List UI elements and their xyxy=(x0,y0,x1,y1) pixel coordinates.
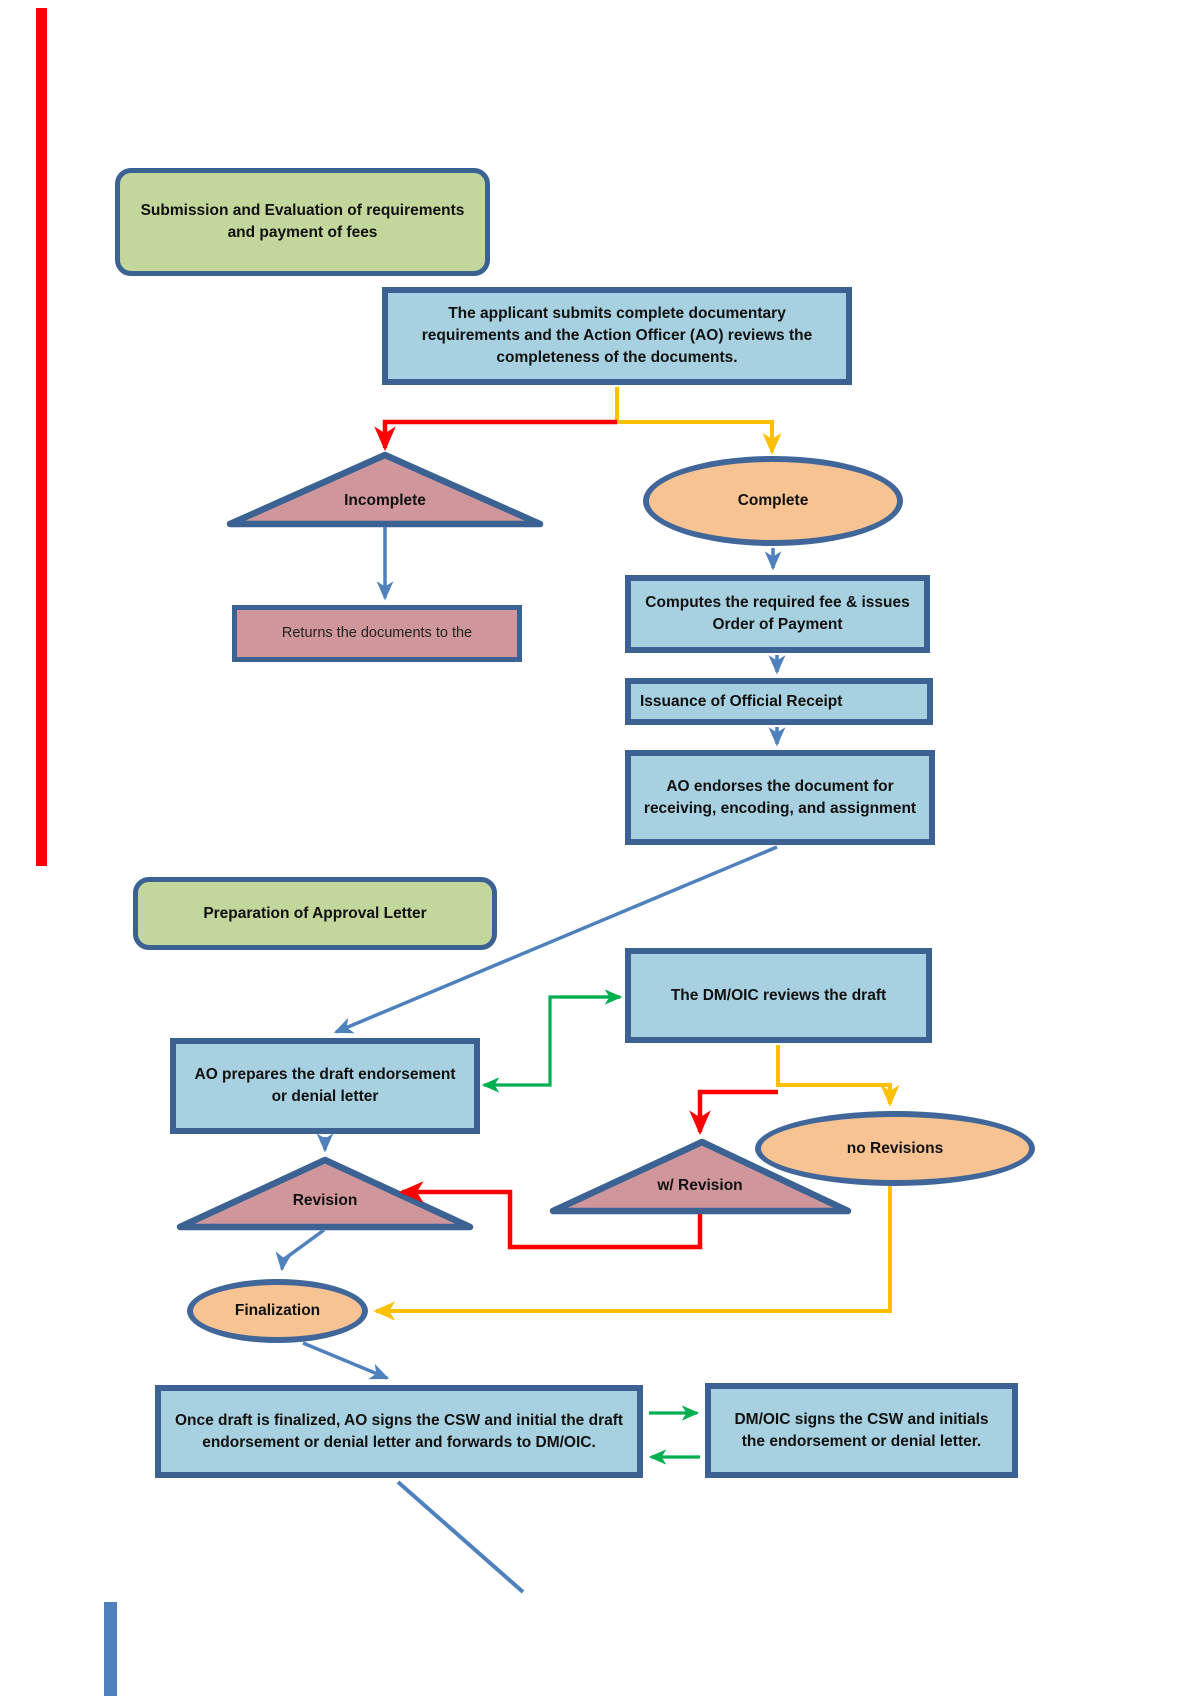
applicant-submits-label: The applicant submits complete documenta… xyxy=(421,305,813,366)
computes-fee-label: Computes the required fee & issues Order… xyxy=(645,594,910,633)
finalization-label: Finalization xyxy=(234,1302,321,1319)
phase1-box: Submission and Evaluation of requirement… xyxy=(115,168,490,276)
no-revisions-ellipse: no Revisions xyxy=(755,1111,1035,1186)
ao-endorses-label: AO endorses the document for receiving, … xyxy=(643,777,917,817)
computes-fee-box: Computes the required fee & issues Order… xyxy=(625,575,930,653)
arrow-dm-reviews-to-w-revision xyxy=(689,1089,778,1136)
arrow-dm-reviews-to-ao-prepares xyxy=(481,995,620,1093)
official-receipt-label: Issuance of Official Receipt xyxy=(640,692,843,710)
arrow-revision-to-finalization xyxy=(275,1228,326,1272)
arrow-finalization-to-ao-signs xyxy=(302,1341,390,1380)
dm-reviews-label: The DM/OIC reviews the draft xyxy=(670,986,887,1004)
no-revisions-label: no Revisions xyxy=(846,1139,944,1157)
arrow-applicant-to-complete xyxy=(615,387,782,455)
dm-reviews-box: The DM/OIC reviews the draft xyxy=(625,948,932,1043)
arrow-dm-reviews-to-no-revisions xyxy=(776,1045,900,1107)
ao-signs-box: Once draft is finalized, AO signs the CS… xyxy=(155,1385,643,1478)
dm-signs-label: DM/OIC signs the CSW and initials the en… xyxy=(734,1410,989,1450)
ao-endorses-box: AO endorses the document for receiving, … xyxy=(625,750,935,845)
w-revision-label: w/ Revision xyxy=(657,1177,743,1194)
returns-documents-box: Returns the documents to the xyxy=(232,605,522,662)
returns-documents-label: Returns the documents to the xyxy=(281,625,473,642)
complete-ellipse: Complete xyxy=(643,456,903,546)
phase1-label: Submission and Evaluation of requirement… xyxy=(140,202,465,241)
incomplete-triangle xyxy=(226,451,544,528)
incomplete-label: Incomplete xyxy=(344,492,426,509)
official-receipt-box: Issuance of Official Receipt xyxy=(625,678,933,725)
line-ao-signs-continues xyxy=(396,1480,525,1594)
revision-label: Revision xyxy=(292,1192,358,1209)
phase2-box: Preparation of Approval Letter xyxy=(133,877,497,950)
phase2-label: Preparation of Approval Letter xyxy=(203,904,427,922)
complete-label: Complete xyxy=(737,492,809,509)
ao-prepares-label: AO prepares the draft endorsement or den… xyxy=(194,1066,456,1105)
arrow-no-revisions-to-finalization xyxy=(373,1186,892,1321)
dm-signs-box: DM/OIC signs the CSW and initials the en… xyxy=(705,1383,1018,1478)
left-red-bar xyxy=(36,8,47,866)
bottom-blue-bar xyxy=(104,1602,117,1696)
w-revision-triangle xyxy=(549,1138,852,1215)
applicant-submits-box: The applicant submits complete documenta… xyxy=(382,287,852,385)
ao-signs-label: Once draft is finalized, AO signs the CS… xyxy=(174,1411,624,1451)
ao-prepares-box: AO prepares the draft endorsement or den… xyxy=(170,1038,480,1134)
arrow-w-revision-to-revision xyxy=(398,1181,703,1250)
arrow-endorses-to-ao-prepares xyxy=(333,845,778,1034)
arrow-applicant-to-incomplete xyxy=(374,419,617,452)
revision-triangle xyxy=(176,1156,474,1231)
finalization-ellipse: Finalization xyxy=(187,1279,368,1343)
